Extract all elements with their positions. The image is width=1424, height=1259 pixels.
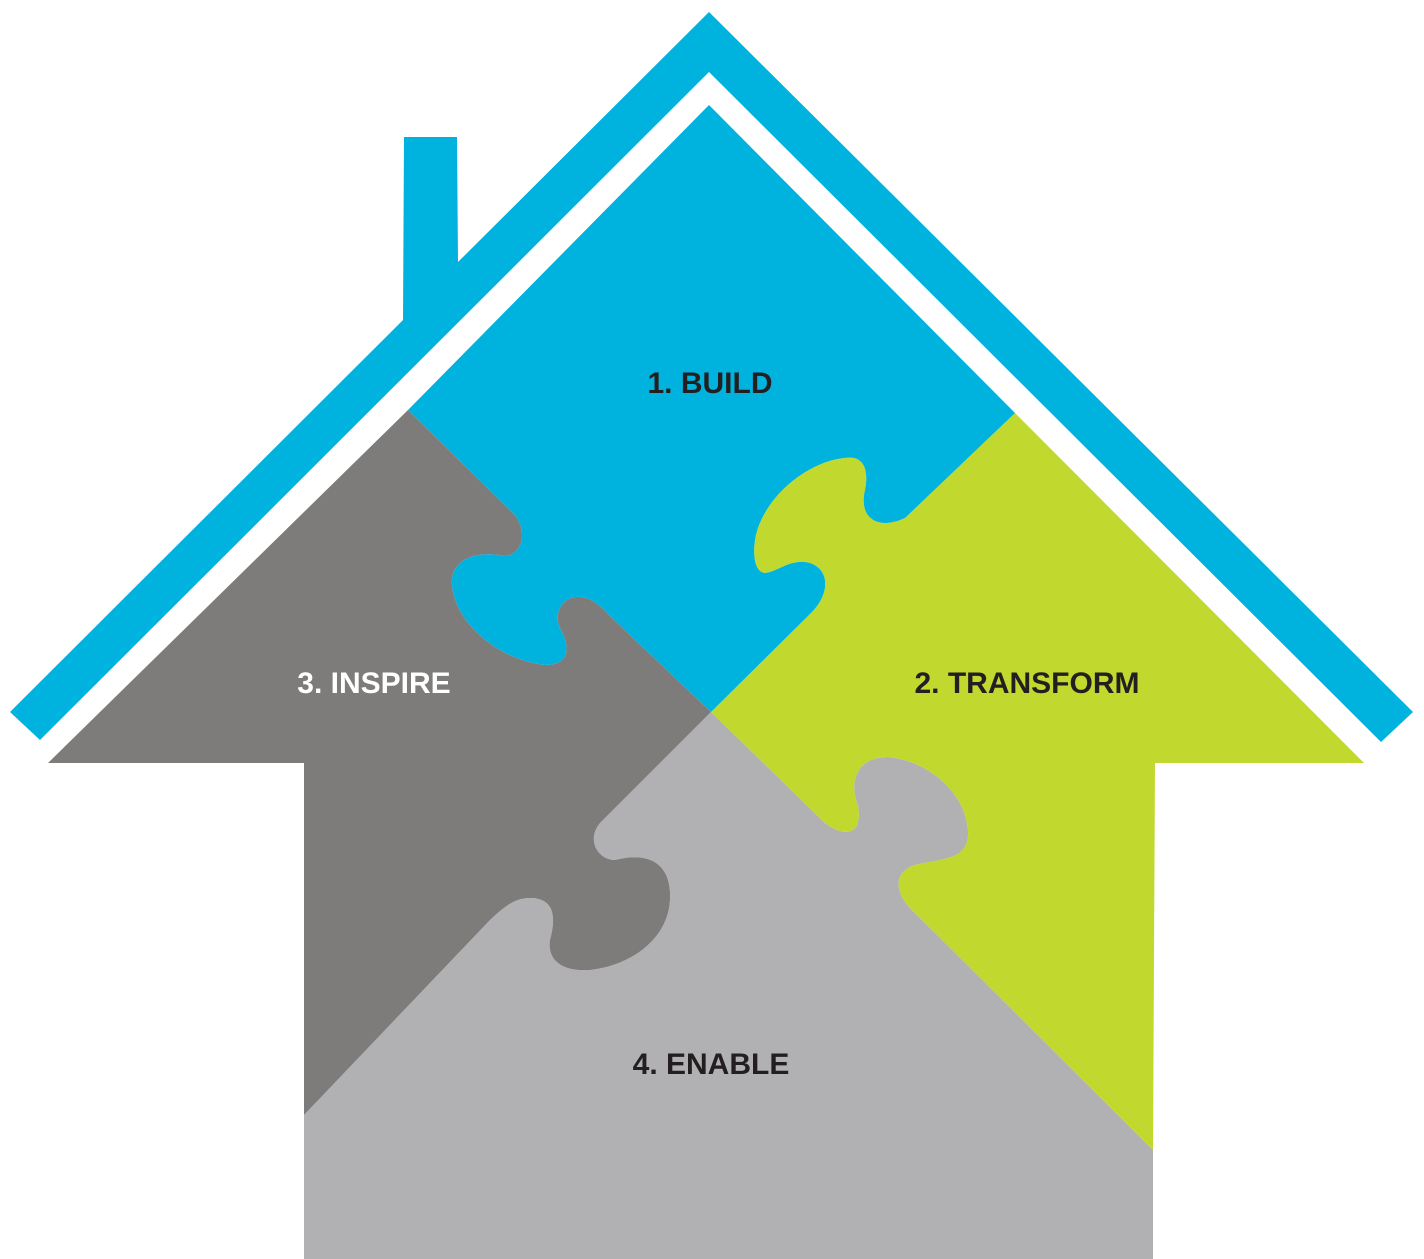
puzzle-piece-enable — [304, 712, 1153, 1259]
label-build: 1. BUILD — [647, 367, 772, 400]
puzzle-piece-transform — [711, 413, 1364, 1150]
label-inspire: 3. INSPIRE — [297, 667, 450, 700]
label-transform: 2. TRANSFORM — [915, 667, 1140, 700]
puzzle-piece-inspire — [48, 410, 711, 1115]
label-enable: 4. ENABLE — [633, 1048, 790, 1081]
puzzle-piece-build — [408, 105, 1015, 712]
